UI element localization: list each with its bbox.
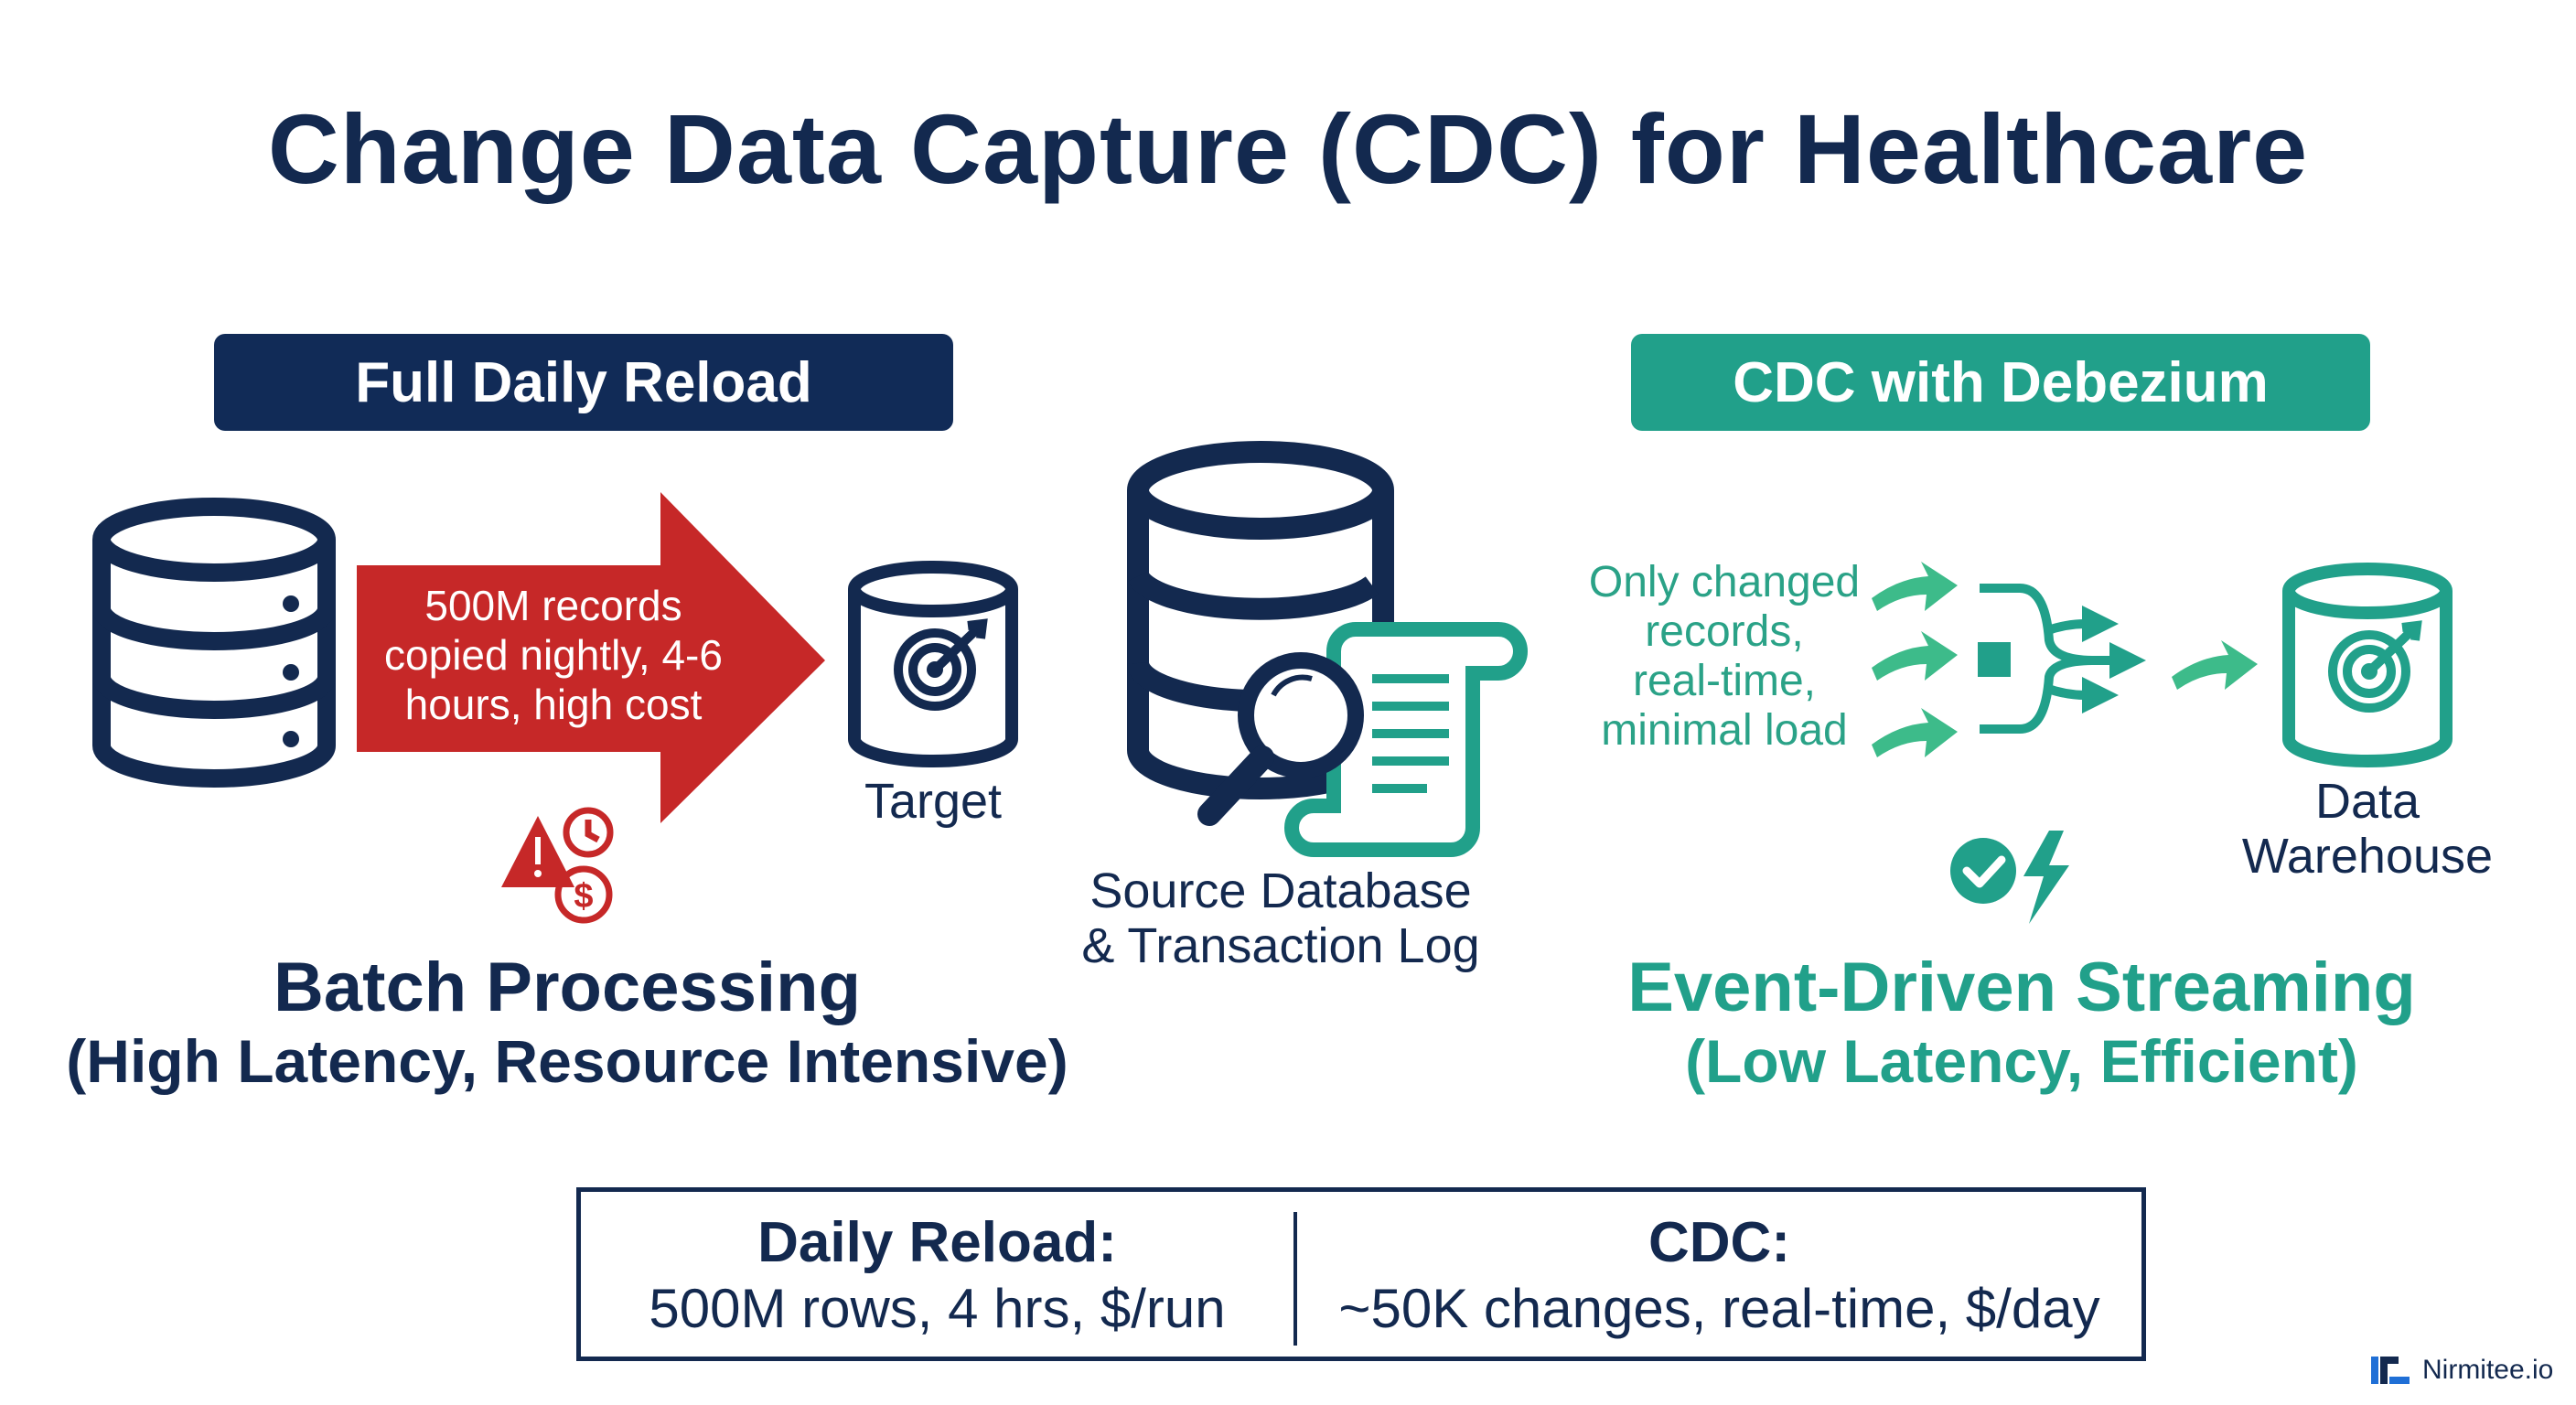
red-arrow-text: 500M records copied nightly, 4-6 hours, … [357, 581, 750, 729]
source-label-line: Source Database [1089, 863, 1472, 918]
batch-processing-heading: Batch Processing [274, 949, 861, 1026]
cdc-debezium-header: CDC with Debezium [1631, 334, 2370, 431]
daily-reload-head: Daily Reload: [757, 1211, 1117, 1274]
source-database-icon [92, 498, 336, 788]
comparison-divider [1293, 1212, 1297, 1346]
comparison-box: Daily Reload: 500M rows, 4 hrs, $/run CD… [576, 1187, 2146, 1361]
target-label: Target [864, 774, 1003, 829]
daily-reload-value: 500M rows, 4 hrs, $/run [649, 1278, 1226, 1339]
arrow-text-line: 500M records [424, 582, 682, 629]
cdc-value: ~50K changes, real-time, $/day [1338, 1278, 2100, 1339]
red-arrow-icon [357, 492, 825, 823]
target-database-icon [848, 561, 1018, 767]
warehouse-database-icon [2282, 563, 2453, 767]
batch-processing-subheading: (High Latency, Resource Intensive) [66, 1027, 1068, 1095]
data-warehouse-label: Data Warehouse [2221, 774, 2514, 884]
stream-text-line: real-time, [1632, 657, 1817, 705]
checkmark-icon [1950, 838, 2016, 904]
cdc-head: CDC: [1648, 1211, 1790, 1274]
cdc-stats: CDC: ~50K changes, real-time, $/day [1297, 1210, 2141, 1342]
event-streaming-heading: Event-Driven Streaming [1627, 949, 2416, 1026]
lightning-icon [2023, 831, 2069, 924]
brand-mark: Nirmitee.io [2371, 1352, 2553, 1389]
event-streaming-subheading: (Low Latency, Efficient) [1685, 1027, 2358, 1095]
green-arrow-icon [1872, 562, 2258, 757]
router-node-icon [1978, 642, 2011, 677]
warning-icon [501, 816, 574, 887]
arrow-text-line: copied nightly, 4-6 [384, 631, 723, 679]
page-title: Change Data Capture (CDC) for Healthcare [267, 93, 2309, 204]
source-label-line: & Transaction Log [1081, 918, 1480, 973]
daily-reload-stats: Daily Reload: 500M rows, 4 hrs, $/run [581, 1210, 1293, 1342]
source-database-label: Source Database & Transaction Log [1052, 863, 1509, 973]
warehouse-label-line: Warehouse [2241, 829, 2494, 884]
svg-text:$: $ [574, 877, 593, 916]
stream-text-line: Only changed [1588, 558, 1861, 606]
stream-description: Only changed records, real-time, minimal… [1555, 558, 1894, 756]
clock-icon [563, 807, 614, 858]
brand-name: Nirmitee.io [2422, 1355, 2554, 1385]
dollar-icon: $ [554, 865, 613, 924]
stream-text-line: minimal load [1601, 706, 1848, 755]
nirmitee-logo-icon [2371, 1357, 2410, 1384]
stream-text-line: records, [1645, 607, 1804, 656]
warehouse-label-line: Data [2314, 774, 2420, 829]
magnifier-icon [1197, 652, 1364, 826]
full-daily-reload-header: Full Daily Reload [214, 334, 953, 431]
arrow-text-line: hours, high cost [404, 681, 703, 728]
router-icon [1980, 584, 2146, 734]
